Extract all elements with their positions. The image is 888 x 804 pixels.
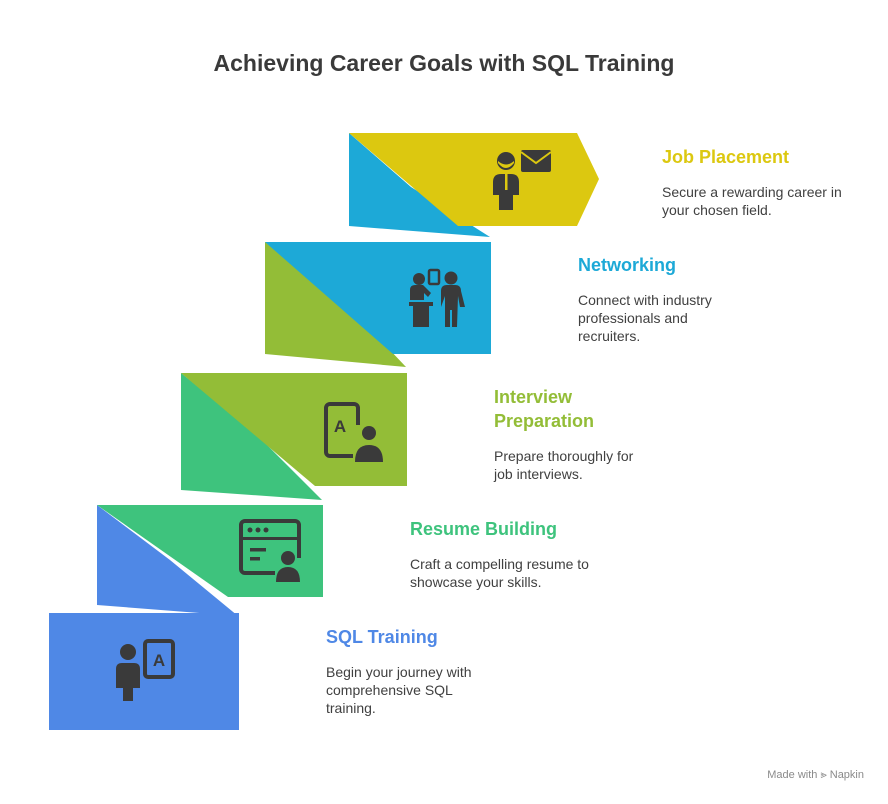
step-title: Networking bbox=[578, 255, 677, 275]
resume-window-icon bbox=[239, 519, 303, 582]
networking-people-icon bbox=[409, 268, 465, 327]
svg-text:A: A bbox=[334, 417, 346, 436]
interview-document-icon: A bbox=[324, 402, 385, 463]
footer-text: Made with bbox=[767, 769, 818, 781]
svg-text:A: A bbox=[153, 651, 165, 670]
step-description: Connect with industry professionals and … bbox=[578, 292, 712, 344]
step-description: Secure a rewarding career in your chosen… bbox=[662, 184, 842, 218]
person-text-icon: A bbox=[116, 639, 175, 701]
napkin-logo-icon: ⪢ bbox=[820, 769, 827, 781]
step-title: SQL Training bbox=[326, 627, 438, 647]
step-text-interview: Interview Preparation Prepare thoroughly… bbox=[494, 385, 634, 483]
step-title: Job Placement bbox=[662, 147, 790, 167]
step-title: Resume Building bbox=[410, 519, 558, 539]
footer-brand: Napkin bbox=[829, 769, 864, 781]
step-text-sql-training: SQL Training Begin your journey with com… bbox=[326, 625, 491, 717]
step-description: Prepare thoroughly for job interviews. bbox=[494, 448, 634, 482]
diagram-title: Achieving Career Goals with SQL Training bbox=[213, 50, 675, 76]
step-text-job-placement: Job Placement Secure a rewarding career … bbox=[662, 145, 862, 219]
step-title: Interview Preparation bbox=[494, 387, 595, 431]
step-job-placement bbox=[349, 133, 599, 237]
job-offer-icon bbox=[493, 150, 552, 210]
step-description: Craft a compelling resume to showcase yo… bbox=[410, 556, 589, 590]
step-description: Begin your journey with comprehensive SQ… bbox=[326, 664, 472, 716]
made-with-napkin-footer: Made with ⪢ Napkin bbox=[767, 769, 864, 782]
step-text-networking: Networking Connect with industry profess… bbox=[578, 253, 738, 345]
step-text-resume: Resume Building Craft a compelling resum… bbox=[410, 517, 600, 591]
